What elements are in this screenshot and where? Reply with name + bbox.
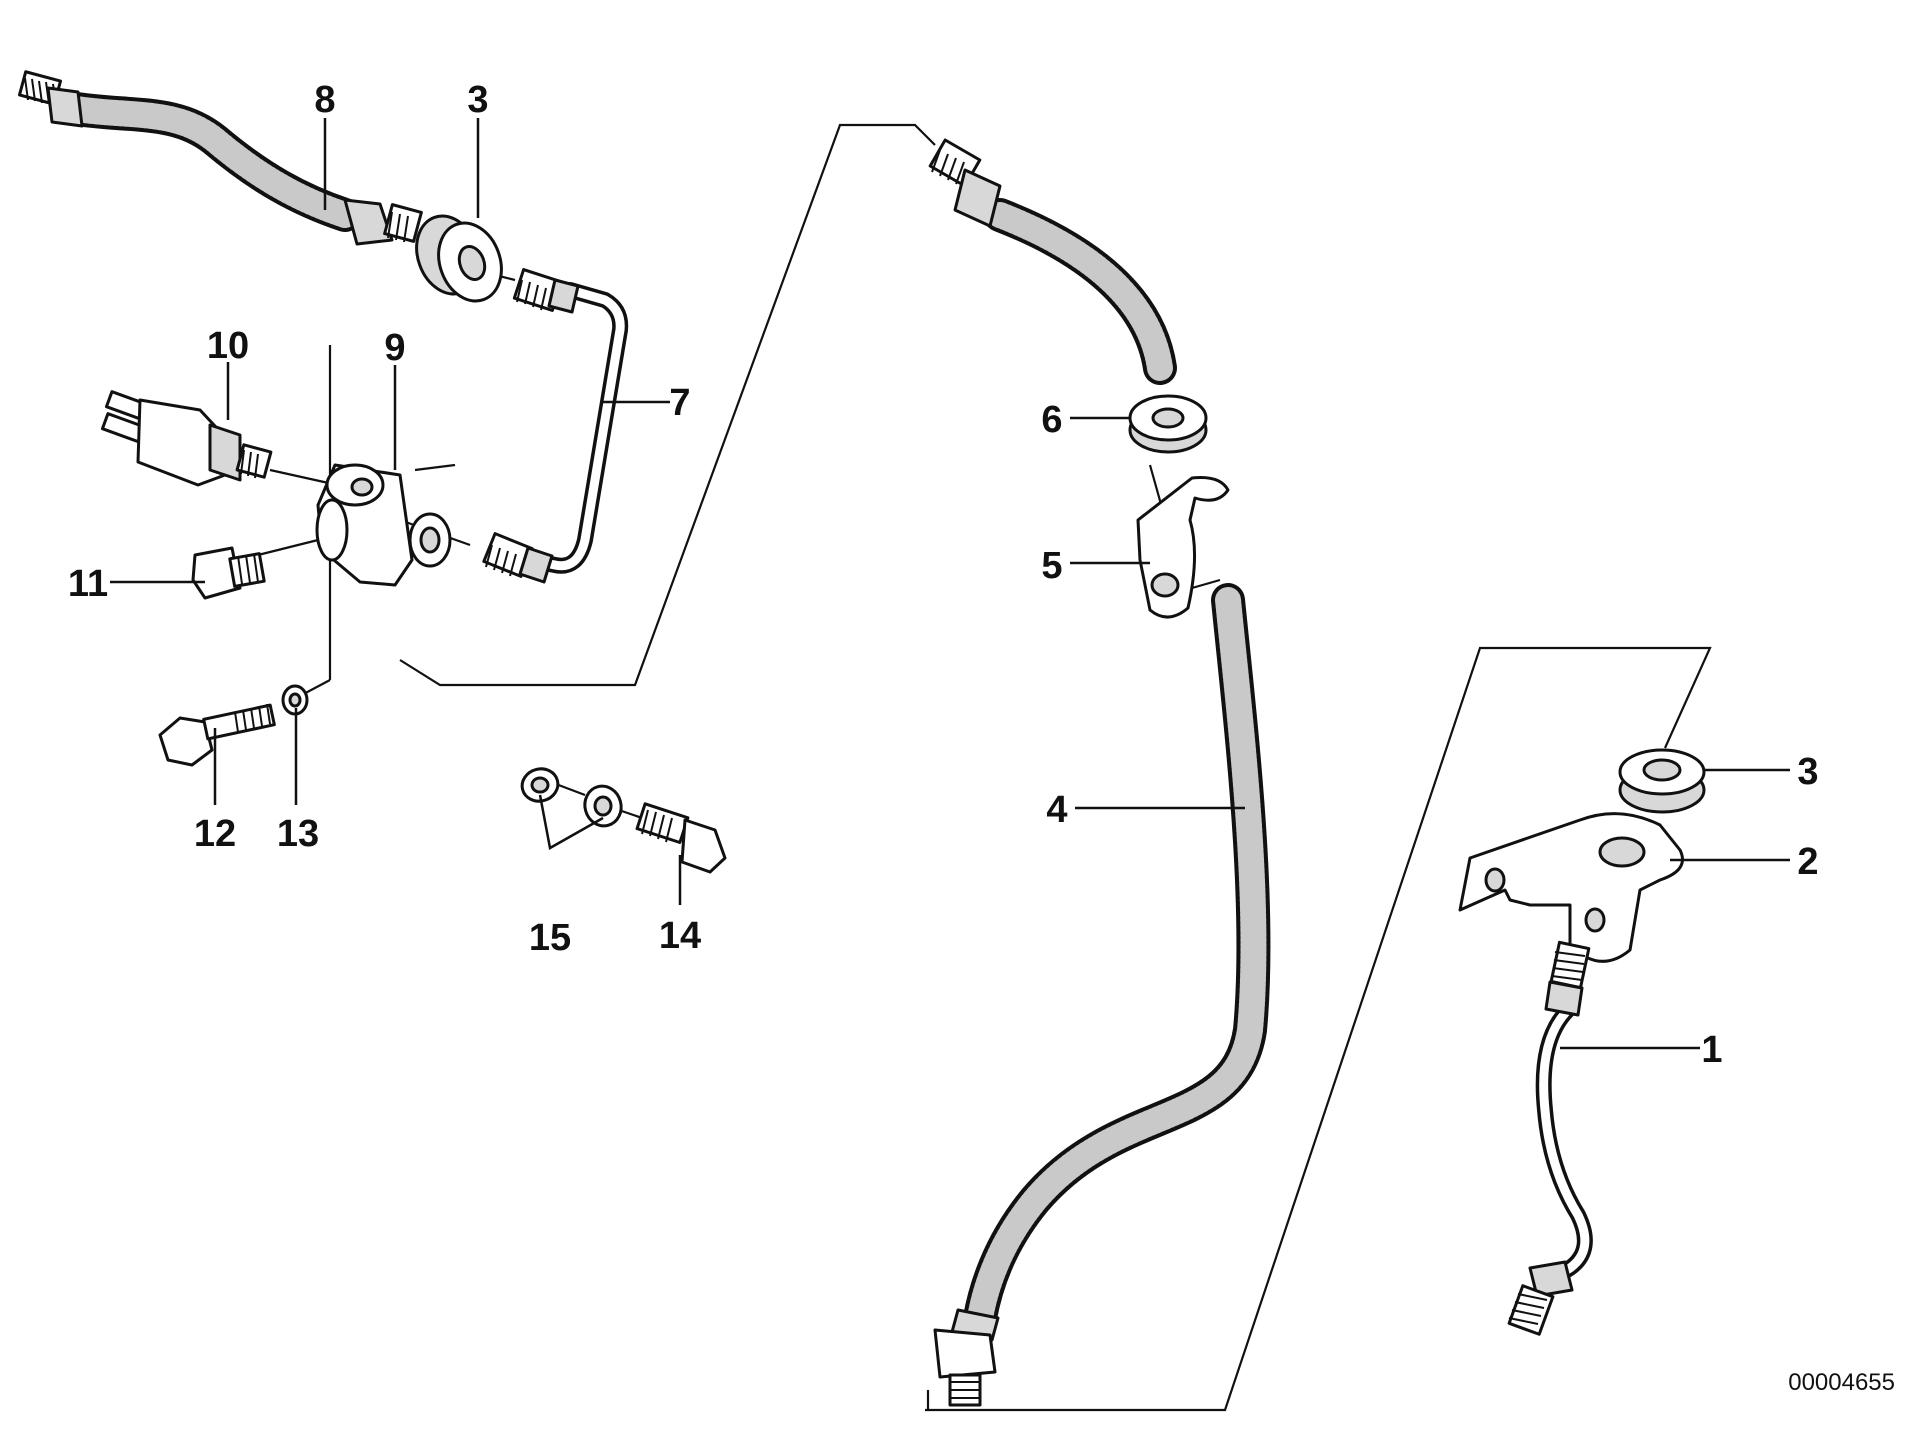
callout-3-upper: 3 (467, 79, 488, 121)
part-7-brake-pipe (482, 268, 629, 584)
callout-1: 1 (1701, 1029, 1722, 1071)
assembly-guide-lines (257, 123, 1712, 1412)
leader-lines (110, 118, 1790, 1050)
drawing-number: 00004655 (1788, 1369, 1895, 1396)
callout-9: 9 (384, 327, 405, 369)
callout-11: 11 (68, 563, 108, 605)
callout-13: 13 (277, 813, 319, 855)
callout-5: 5 (1041, 545, 1062, 587)
part-9-distribution-piece (315, 463, 452, 587)
callout-10: 10 (207, 325, 249, 367)
part-4-brake-hose-long (928, 138, 1271, 1407)
callout-7: 7 (669, 382, 690, 424)
part-1-brake-pipe-lower (1507, 940, 1593, 1336)
callout-12: 12 (194, 813, 236, 855)
part-10-brake-light-switch (100, 390, 273, 487)
part-5-hose-holder (1136, 476, 1230, 619)
callout-labels: 8 3 10 9 7 11 12 13 15 14 6 5 4 3 2 1 (68, 79, 1819, 1071)
part-2-bracket (1458, 812, 1684, 963)
callout-3-lower: 3 (1797, 751, 1818, 793)
part-8-brake-hose-upper (18, 70, 423, 246)
callout-2: 2 (1797, 841, 1818, 883)
part-14-banjo-bolt (635, 802, 727, 874)
callout-4: 4 (1046, 789, 1067, 831)
part-11-plug-screw (191, 546, 266, 600)
part-13-washer (281, 684, 309, 716)
callout-8: 8 (314, 79, 335, 121)
part-3-grommet-upper (415, 214, 503, 303)
callout-6: 6 (1041, 399, 1062, 441)
part-6-grommet (1128, 394, 1208, 454)
part-15-sealing-rings (520, 767, 623, 828)
part-3-grommet-lower (1618, 748, 1706, 814)
callout-14: 14 (659, 915, 701, 957)
part-12-hex-bolt (158, 703, 276, 767)
callout-15: 15 (529, 917, 571, 959)
